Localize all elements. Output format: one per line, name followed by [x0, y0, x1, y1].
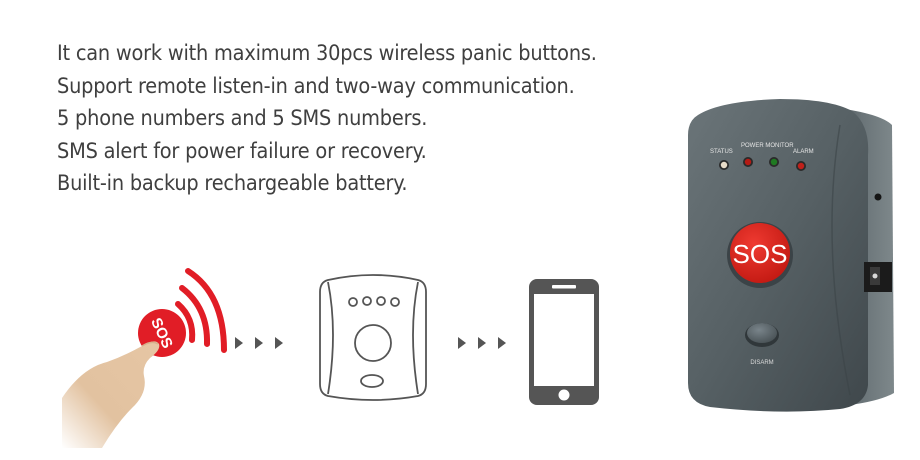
feature-item: Support remote listen-in and two-way com…: [57, 73, 575, 99]
monitor-led-icon: [770, 158, 778, 166]
hand-pressing-sos-icon: SOS: [62, 258, 232, 448]
svg-text:POWER MONITOR: POWER MONITOR: [741, 143, 794, 149]
disarm-button: [747, 323, 777, 343]
feature-item: Built-in backup rechargeable battery.: [57, 171, 408, 196]
sos-alarm-device: STATUS POWER MONITOR ALARM SOS DISARM: [680, 95, 915, 419]
arrow-icon: [458, 337, 506, 349]
wireless-signal-icon: [175, 268, 227, 353]
feature-item: It can work with maximum 30pcs wireless …: [57, 41, 597, 66]
svg-text:ALARM: ALARM: [793, 149, 814, 155]
base-unit-outline-icon: [318, 272, 428, 406]
arrow-icon: [235, 337, 283, 349]
svg-text:DISARM: DISARM: [750, 360, 773, 366]
feature-item: SMS alert for power failure or recovery.: [57, 138, 427, 164]
sos-button: [730, 223, 790, 283]
smartphone-icon: [528, 278, 600, 410]
svg-text:STATUS: STATUS: [710, 149, 733, 155]
svg-text:SOS: SOS: [733, 239, 788, 269]
feature-list: It can work with maximum 30pcs wireless …: [57, 38, 597, 201]
status-led-icon: [720, 161, 728, 169]
alarm-led-icon: [797, 162, 805, 170]
feature-item: 5 phone numbers and 5 SMS numbers.: [57, 106, 428, 131]
power-led-icon: [744, 158, 752, 166]
